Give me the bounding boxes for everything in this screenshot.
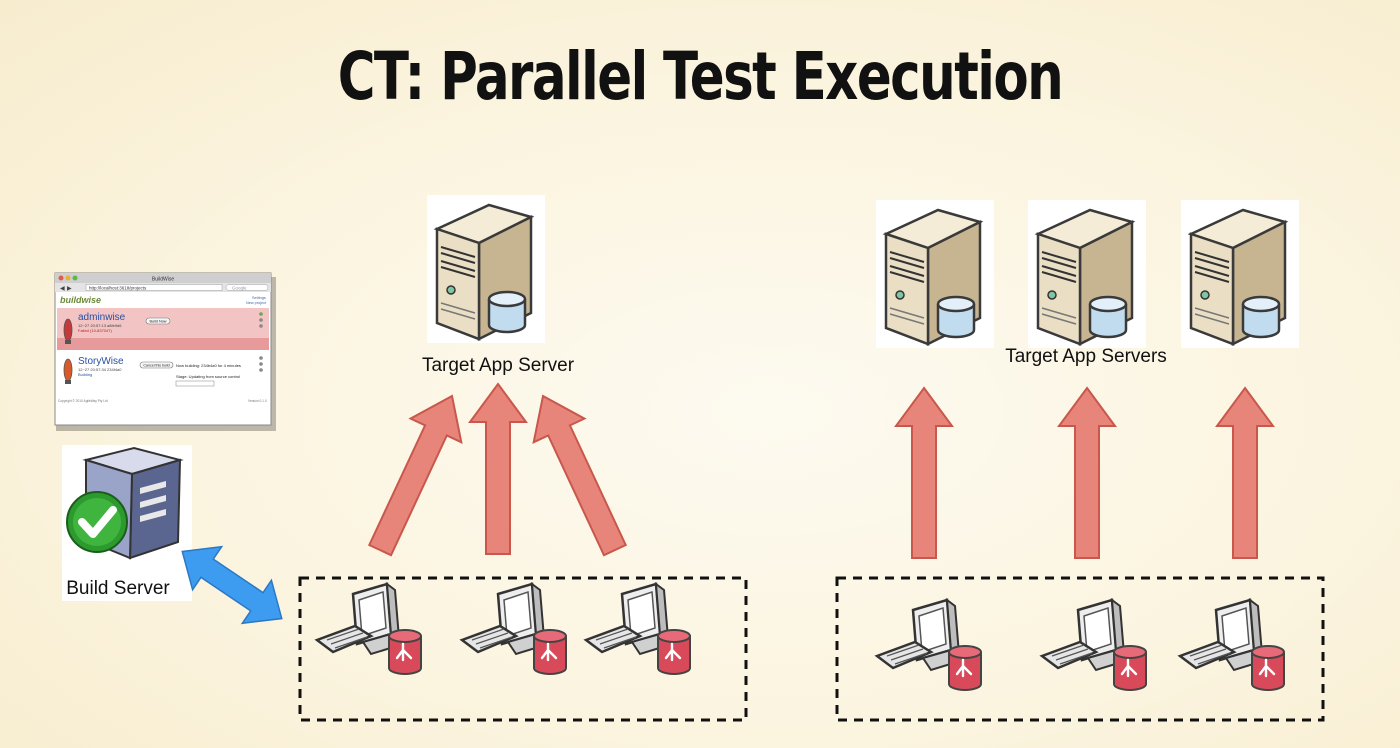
search-input[interactable]	[225, 284, 269, 291]
now-building-text: Now building: 234b4a0 for 4 minutes	[176, 363, 241, 368]
target-app-server: Target App Server	[422, 193, 575, 376]
test-agents-group	[835, 576, 1325, 722]
server-icon	[425, 193, 547, 345]
settings-link[interactable]: Settings	[252, 296, 266, 300]
status-dot-icon	[259, 324, 263, 328]
target-app-servers-label: Target App Servers	[1005, 346, 1167, 367]
footer-version: Version 0.1.0	[248, 399, 267, 403]
project-build-info: 12~27 20:57:34 234f4a0	[78, 367, 122, 372]
build-now-button[interactable]	[145, 317, 171, 325]
workstation-icon	[1178, 598, 1286, 692]
buildwise-screenshot: BuildWise ◀ ▶ http://localhost:3618/proj…	[54, 272, 276, 431]
lava-lamp-icon	[63, 318, 73, 342]
test-agents-group	[298, 576, 748, 722]
window-titlebar	[55, 273, 271, 283]
workstation-icon	[460, 582, 568, 676]
project-build-info: 12~27 20:57:13 a8fe9d6	[78, 323, 122, 328]
arrow-up-icon	[895, 387, 953, 559]
url-text: http://localhost:3618/projects	[89, 286, 147, 291]
server-icon	[874, 198, 996, 350]
arrow-up-icon	[516, 383, 642, 563]
footer-copyright: Copyright © 2010 AgileWay Pty Ltd	[58, 399, 108, 403]
close-icon[interactable]	[58, 275, 64, 281]
forward-icon[interactable]: ▶	[67, 286, 72, 292]
project-status: Building	[78, 372, 92, 377]
search-placeholder: Google	[232, 286, 247, 291]
workstation-icon	[875, 598, 983, 692]
workstation-icon	[1040, 598, 1148, 692]
lava-lamp-icon	[63, 358, 73, 382]
slide-title: CT: Parallel Test Execution	[337, 38, 1064, 115]
project-name[interactable]: adminwise	[78, 312, 126, 323]
arrow-up-icon	[353, 383, 479, 563]
bidirectional-arrow	[181, 545, 283, 625]
project-row-storywise[interactable]	[57, 352, 269, 392]
cancel-build-label: Cancel this build	[143, 364, 169, 368]
status-dot-icon	[259, 362, 263, 366]
minimize-icon[interactable]	[65, 275, 71, 281]
build-progress-bar	[175, 380, 215, 387]
url-bar[interactable]	[85, 284, 223, 291]
build-now-label: Build Now	[149, 320, 166, 324]
server-icon	[1179, 198, 1301, 350]
workstation-icon	[584, 582, 692, 676]
status-dot-icon	[259, 312, 263, 316]
target-app-servers: Target App Servers	[874, 198, 1301, 367]
window-title: BuildWise	[152, 277, 174, 283]
cancel-build-button[interactable]	[139, 361, 174, 369]
project-name[interactable]: StoryWise	[78, 356, 124, 367]
build-server: Build Server	[62, 445, 192, 601]
status-dot-icon	[259, 368, 263, 372]
server-icon	[1026, 198, 1148, 350]
project-status: Failed (10-837047)	[78, 328, 112, 333]
zoom-icon[interactable]	[72, 275, 78, 281]
status-dot-icon	[259, 318, 263, 322]
stage-text: Stage: Updating from source control	[176, 374, 240, 379]
back-icon[interactable]: ◀	[60, 286, 65, 292]
arrow-up-icon	[1058, 387, 1116, 559]
target-app-server-label: Target App Server	[422, 355, 575, 376]
arrow-up-icon	[469, 383, 527, 555]
workstation-icon	[315, 582, 423, 676]
build-server-label: Build Server	[66, 578, 170, 599]
status-dot-icon	[259, 356, 263, 360]
buildwise-logo: buildwise	[60, 295, 101, 305]
arrow-up-icon	[1216, 387, 1274, 559]
new-project-link[interactable]: New project	[246, 301, 267, 305]
checkmark-icon	[78, 506, 117, 538]
